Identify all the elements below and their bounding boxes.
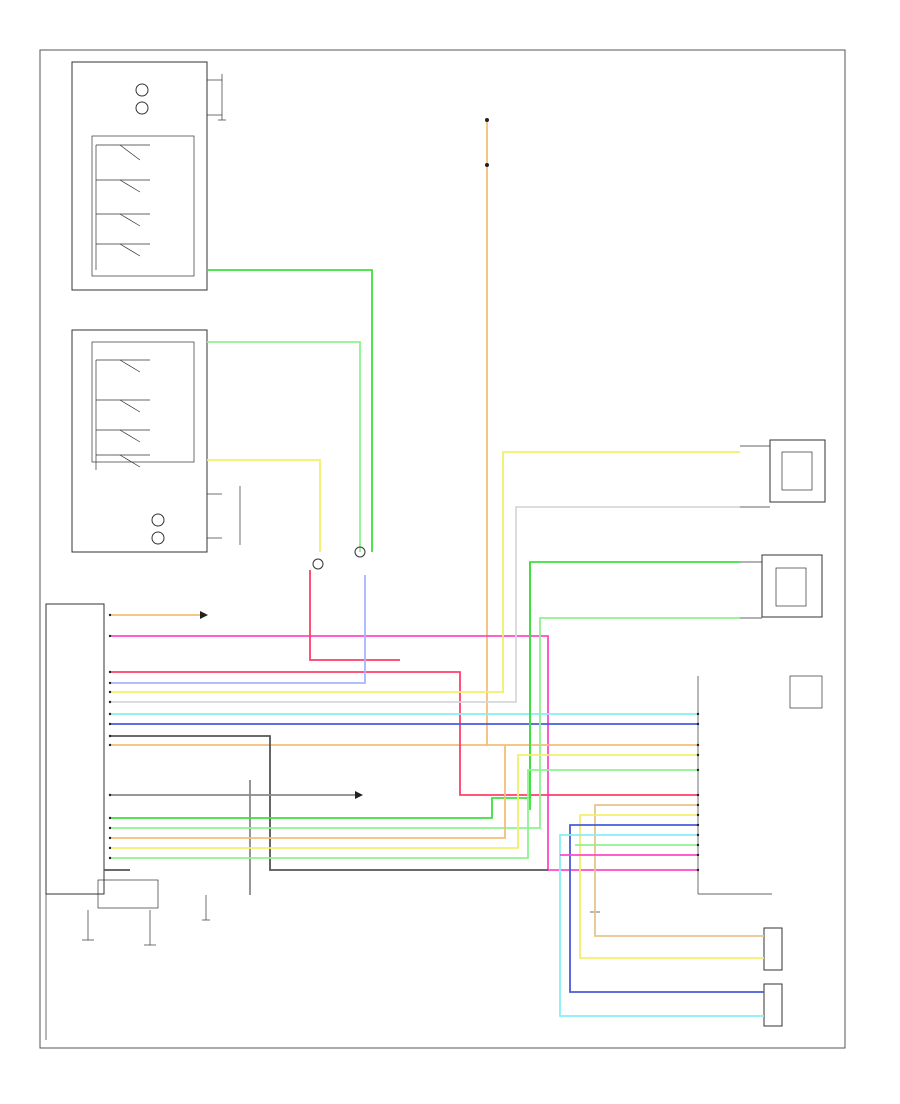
amplifier-relay-box	[789, 675, 823, 709]
right-switch-lamp-icon	[151, 513, 165, 527]
wire-tan-left-tweeter	[594, 804, 764, 937]
left-steering-wheel-controls	[71, 61, 222, 291]
wire-green-right-speaker	[110, 561, 740, 819]
right-tweeter	[763, 983, 783, 1027]
wire-fuse-feed	[110, 120, 488, 746]
amplifier-pins	[696, 712, 700, 872]
left-switch-inner-box	[91, 135, 195, 277]
radio-connector	[45, 603, 159, 1040]
left-switch-lamp-icon-2	[135, 101, 149, 115]
right-switch-inner-box	[91, 341, 195, 463]
wire-amp-to-radio-light-green	[110, 769, 600, 859]
wire-blue-right-tweeter	[569, 824, 764, 993]
radio-connector-box	[45, 603, 105, 895]
left-tweeter	[763, 927, 783, 971]
wire-gray-left-speaker	[110, 506, 740, 703]
right-switch-contacts	[95, 359, 150, 470]
wire-light-blue-swc	[110, 575, 366, 684]
wire-swc-yellow	[207, 459, 321, 552]
left-switch-lamp-icon	[135, 83, 149, 97]
left-switch-contacts	[95, 144, 150, 270]
right-steering-wheel-controls	[71, 329, 222, 553]
right-front-speaker	[740, 554, 823, 619]
wire-light-green-right-speaker	[110, 617, 740, 829]
wire-yellow-left-tweeter	[579, 814, 764, 959]
right-switch-lamp-icon-2	[151, 531, 165, 545]
left-front-speaker	[740, 439, 826, 508]
ground-symbols	[82, 74, 600, 946]
wire-red	[110, 671, 698, 796]
swc-connectors	[312, 546, 366, 570]
wire-left-swc-green	[207, 269, 373, 552]
right-switch-outer-box	[71, 329, 208, 553]
radio-connector-lower-box	[97, 879, 159, 909]
left-switch-outer-box	[71, 61, 208, 291]
diagram-frame	[39, 49, 846, 1049]
wire-right-swc-light-green	[207, 341, 361, 552]
wire-amp-to-radio-orange	[110, 745, 506, 839]
wire-amp-to-radio-yellow	[110, 754, 560, 849]
amplifier	[697, 675, 823, 895]
wire-red-swc	[309, 570, 400, 661]
radio-connector-pins	[108, 613, 112, 860]
wire-tan-left-speaker	[110, 451, 740, 693]
wire-dark-gray	[110, 735, 548, 871]
wire-cyan-right-tweeter	[559, 834, 764, 1017]
wire-pink	[110, 635, 698, 871]
